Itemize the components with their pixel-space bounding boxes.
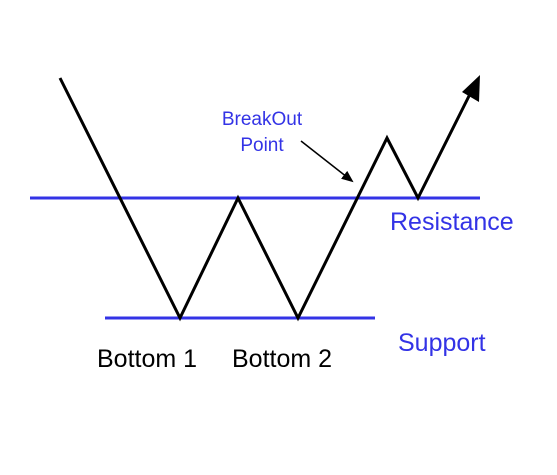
bottom-2-label: Bottom 2 — [232, 345, 332, 373]
support-label: Support — [398, 329, 486, 357]
breakout-label-line1: BreakOut — [222, 109, 303, 130]
price-path-arrowhead — [462, 75, 480, 102]
resistance-label: Resistance — [390, 208, 514, 236]
price-path — [58, 77, 478, 322]
breakout-label-line2: Point — [240, 135, 284, 156]
bottom-1-label: Bottom 1 — [97, 345, 197, 373]
breakout-pointer-arrow — [300, 140, 354, 183]
